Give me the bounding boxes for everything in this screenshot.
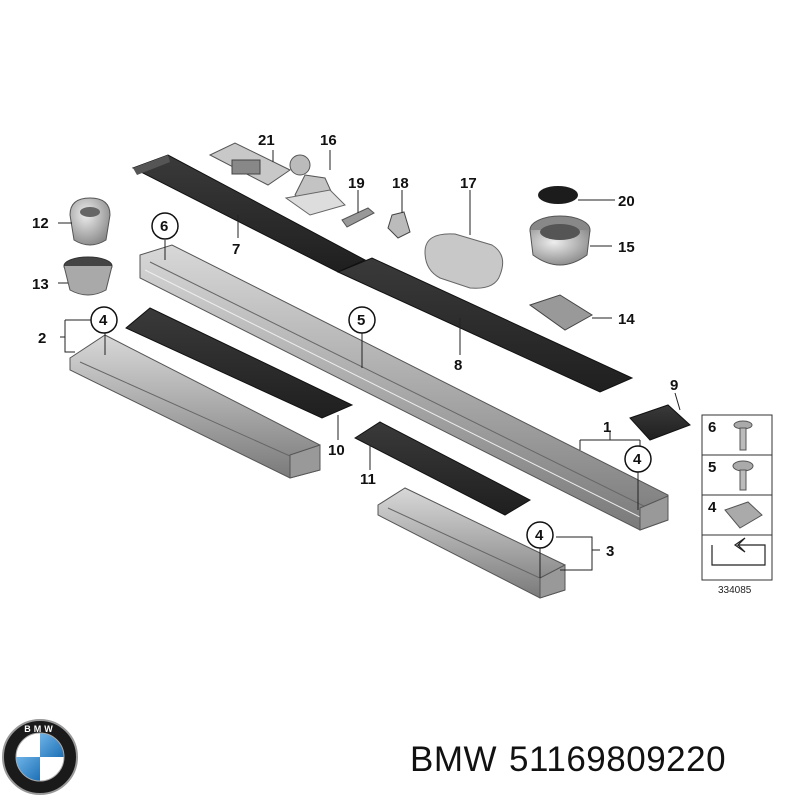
svg-text:5: 5 xyxy=(357,312,365,329)
rail-part-3 xyxy=(377,487,566,599)
clip-nut-icon xyxy=(724,501,763,529)
svg-text:4: 4 xyxy=(535,527,544,544)
legend-arrow xyxy=(711,537,766,566)
callout-15: 15 xyxy=(618,239,635,256)
circled-callout-5: 5 xyxy=(348,306,376,334)
svg-text:BMW: BMW xyxy=(24,724,56,734)
svg-text:4: 4 xyxy=(633,451,642,468)
svg-text:4: 4 xyxy=(708,499,717,516)
rail-part-1 xyxy=(139,244,669,531)
circled-callout-4-bottom: 4 xyxy=(526,521,554,549)
circled-callout-6: 6 xyxy=(151,212,179,240)
legend-row-6: 6 xyxy=(708,419,753,451)
callout-7: 7 xyxy=(232,241,240,258)
rail-part-2 xyxy=(69,334,321,479)
mat-part-10 xyxy=(125,307,354,419)
part-number: 51169809220 xyxy=(509,740,727,779)
diagram-reference: 334085 xyxy=(718,585,752,596)
brand-label: BMW xyxy=(410,740,498,779)
svg-text:4: 4 xyxy=(99,312,108,329)
circled-callout-4-right: 4 xyxy=(624,445,652,473)
callout-10: 10 xyxy=(328,442,345,459)
callout-numbers: 1 2 3 7 8 9 10 11 12 13 14 15 16 17 18 1… xyxy=(32,132,678,560)
circled-callouts: 6 4 5 4 4 xyxy=(90,212,652,549)
mat-part-7 xyxy=(131,154,367,273)
svg-text:6: 6 xyxy=(708,419,716,436)
callout-21: 21 xyxy=(258,132,275,149)
cup-part-13 xyxy=(63,256,113,296)
callout-16: 16 xyxy=(320,132,337,149)
rod-part-19 xyxy=(341,207,375,228)
callout-3: 3 xyxy=(606,543,614,560)
legend-row-4: 4 xyxy=(708,499,763,529)
callout-12: 12 xyxy=(32,215,49,232)
fastener-legend: 6 5 4 xyxy=(701,414,773,581)
legend-row-5: 5 xyxy=(708,459,754,491)
mat-part-8 xyxy=(336,257,634,393)
callout-11: 11 xyxy=(360,471,376,488)
cup-part-12 xyxy=(69,197,111,246)
cup-part-15 xyxy=(529,215,591,266)
plate-part-14 xyxy=(528,294,593,331)
callout-13: 13 xyxy=(32,276,49,293)
clip-part-18 xyxy=(387,211,411,239)
circled-callout-4-left: 4 xyxy=(90,306,118,334)
callout-20: 20 xyxy=(618,193,635,210)
svg-text:6: 6 xyxy=(160,218,168,235)
arrow-icon xyxy=(711,537,766,566)
callout-17: 17 xyxy=(460,175,477,192)
callout-14: 14 xyxy=(618,311,635,328)
mat-part-9 xyxy=(629,404,691,441)
callout-8: 8 xyxy=(454,357,462,374)
lid-part-17 xyxy=(424,233,504,289)
callout-9: 9 xyxy=(670,377,678,394)
callout-2: 2 xyxy=(38,330,46,347)
mat-part-11 xyxy=(353,421,532,516)
joint-part-16 xyxy=(284,154,346,216)
callout-19: 19 xyxy=(348,175,365,192)
leader-lines xyxy=(58,150,681,578)
part-number-caption: BMW 51169809220 xyxy=(410,740,738,780)
disc-part-20 xyxy=(538,186,578,204)
svg-text:5: 5 xyxy=(708,459,716,476)
callout-18: 18 xyxy=(392,175,409,192)
callout-1: 1 xyxy=(603,419,611,436)
bracket-part-21 xyxy=(208,142,291,186)
bmw-logo: BMW xyxy=(2,719,78,795)
